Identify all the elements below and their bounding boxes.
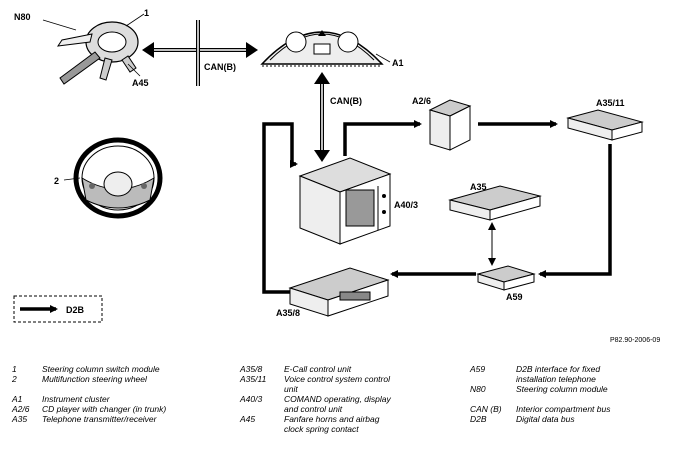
legend-row: unit [240, 384, 465, 394]
legend-description: CD player with changer (in trunk) [42, 404, 167, 414]
legend-row: and control unit [240, 404, 465, 414]
legend-code: A2/6 [12, 404, 30, 414]
telephone-transceiver [448, 185, 542, 221]
legend-description: Instrument cluster [42, 394, 110, 404]
label-a2-6: A2/6 [412, 96, 431, 106]
label-a59: A59 [506, 292, 523, 302]
legend-description: clock spring contact [284, 424, 359, 434]
legend-code: A35 [12, 414, 28, 424]
legend-row [470, 394, 675, 404]
label-2: 2 [54, 176, 59, 186]
legend-description: Steering column switch module [42, 364, 160, 374]
legend-row: A1 Instrument cluster [12, 394, 237, 404]
cd-changer [428, 99, 472, 151]
legend-row: installation telephone [470, 374, 675, 384]
comand-unit [298, 157, 392, 245]
label-a40-3: A40/3 [394, 200, 418, 210]
legend-description: installation telephone [516, 374, 596, 384]
legend-row: A35/8 E-Call control unit [240, 364, 465, 374]
legend-code: A35/8 [240, 364, 263, 374]
d2b-interface [476, 265, 536, 291]
leader-lines [42, 13, 391, 181]
legend-row: A59 D2B interface for fixed [470, 364, 675, 374]
legend-row: 2 Multifunction steering wheel [12, 374, 237, 384]
legend-description: Voice control system control [284, 374, 390, 384]
legend-description: Interior compartment bus [516, 404, 611, 414]
label-a35: A35 [470, 182, 487, 192]
figure-reference: P82.90-2006-09 [610, 337, 660, 344]
legend-code: D2B [470, 414, 487, 424]
legend-code: N80 [470, 384, 486, 394]
instrument-cluster [260, 30, 384, 67]
label-1: 1 [144, 8, 149, 18]
label-can-h: CAN(B) [204, 62, 236, 72]
legend-row: A45 Fanfare horns and airbag [240, 414, 465, 424]
label-d2b: D2B [66, 305, 85, 315]
legend-description: E-Call control unit [284, 364, 352, 374]
system-diagram: N80 1 A45 A1 CAN(B) CAN(B) 2 A2/6 A35/11… [13, 8, 660, 344]
legend-code: A45 [240, 414, 256, 424]
legend-description: Digital data bus [516, 414, 575, 424]
legend-row [12, 384, 237, 394]
legend-code: A35/11 [240, 374, 267, 384]
legend-row: clock spring contact [240, 424, 465, 434]
ecall-unit [288, 267, 390, 317]
legend-row: A2/6 CD player with changer (in trunk) [12, 404, 237, 414]
legend-row: CAN (B) Interior compartment bus [470, 404, 675, 414]
label-a35-8: A35/8 [276, 308, 300, 318]
can-bus-vertical [314, 72, 330, 162]
label-n80: N80 [14, 12, 31, 22]
legend-row: A35/11 Voice control system control [240, 374, 465, 384]
label-can-v: CAN(B) [330, 96, 362, 106]
a35-a59-link [488, 222, 496, 266]
can-bus-horizontal [142, 20, 258, 86]
d2b-legend-box [13, 295, 103, 323]
legend-description: COMAND operating, display [284, 394, 391, 404]
legend-description: Steering column module [516, 384, 608, 394]
legend-description: and control unit [284, 404, 343, 414]
legend-description: unit [284, 384, 298, 394]
legend-description: Telephone transmitter/receiver [42, 414, 157, 424]
label-a35-11: A35/11 [596, 98, 625, 108]
voice-control-unit [566, 109, 644, 141]
legend-row: 1 Steering column switch module [12, 364, 237, 374]
d2b-ring [262, 120, 612, 294]
legend-column-1: 1 Steering column switch module 2 Multifunc… [12, 364, 237, 424]
legend-code: A40/3 [240, 394, 263, 404]
label-a1: A1 [392, 58, 404, 68]
legend: 1 Steering column switch module 2 Multifunc… [0, 364, 679, 456]
legend-row: A40/3 COMAND operating, display [240, 394, 465, 404]
label-a45: A45 [132, 78, 149, 88]
legend-row: N80 Steering column module [470, 384, 675, 394]
legend-description: Fanfare horns and airbag [284, 414, 380, 424]
legend-code: CAN (B) [470, 404, 502, 414]
legend-code: A59 [470, 364, 486, 374]
legend-code: A1 [12, 394, 23, 404]
legend-row: D2B Digital data bus [470, 414, 675, 424]
multifunction-steering-wheel [73, 137, 163, 219]
legend-code: 2 [12, 374, 17, 384]
legend-row: A35 Telephone transmitter/receiver [12, 414, 237, 424]
steering-column-switch-module [56, 21, 139, 85]
legend-description: D2B interface for fixed [516, 364, 601, 374]
legend-description: Multifunction steering wheel [42, 374, 147, 384]
legend-code: 1 [12, 364, 17, 374]
